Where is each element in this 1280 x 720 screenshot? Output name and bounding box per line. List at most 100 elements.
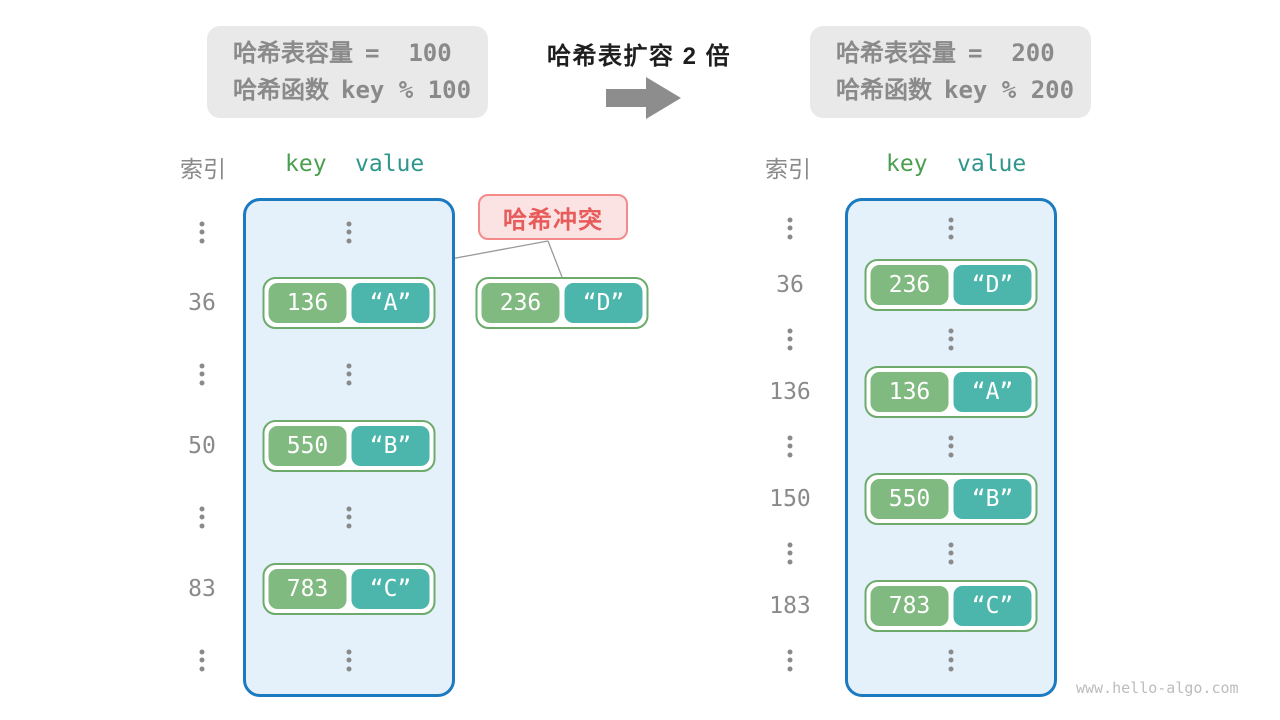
dot (948, 666, 954, 671)
ellipsis-dots (199, 360, 205, 389)
kv-pair-550-B: 550 “B” (864, 473, 1038, 525)
index-label: 83 (188, 576, 216, 602)
dot (199, 666, 205, 671)
ellipsis-dots (199, 646, 205, 675)
dot (346, 238, 352, 243)
dot (948, 345, 954, 350)
expand-title: 哈希表扩容 2 倍 (547, 43, 732, 70)
kv-pair-783-C: 783 “C” (262, 563, 436, 615)
index-label: 36 (188, 290, 216, 316)
dot (199, 649, 205, 654)
dot (199, 371, 205, 377)
ellipsis-dots (787, 214, 793, 243)
dot (948, 225, 954, 231)
key-cell: 236 (870, 265, 949, 305)
right-key-header: key (886, 151, 928, 177)
index-label: 183 (769, 593, 811, 619)
ellipsis-dots (199, 218, 205, 247)
index-label: 136 (769, 379, 811, 405)
dot (948, 559, 954, 564)
capacity-value: = 100 (365, 39, 452, 67)
ellipsis-dots (948, 646, 954, 675)
ellipsis-dots (948, 432, 954, 461)
hash-function-value: key % 200 (944, 76, 1075, 104)
capacity-label: 哈希表容量 (836, 40, 956, 67)
left-key-header: key (285, 151, 327, 177)
hash-function-label: 哈希函数 (233, 77, 329, 104)
dot (346, 229, 352, 235)
dot (787, 234, 793, 239)
dot (787, 657, 793, 663)
ellipsis-dots (346, 503, 352, 532)
dot (346, 371, 352, 377)
right-index-header: 索引 (765, 156, 811, 182)
dot (948, 657, 954, 663)
dot (787, 542, 793, 547)
dot (787, 345, 793, 350)
dot (199, 506, 205, 511)
left-value-header: value (355, 151, 425, 177)
dot (948, 234, 954, 239)
ellipsis-dots (787, 539, 793, 568)
hash-collision-label: 哈希冲突 (478, 194, 628, 240)
dot (199, 657, 205, 663)
key-cell: 550 (870, 479, 949, 519)
index-label: 150 (769, 486, 811, 512)
dot (346, 221, 352, 226)
dot (948, 328, 954, 333)
value-cell: “D” (953, 265, 1032, 305)
dot (199, 514, 205, 520)
left-index-header: 索引 (180, 156, 226, 182)
dot (948, 217, 954, 222)
hash-function-label: 哈希函数 (836, 77, 932, 104)
dot (346, 514, 352, 520)
key-cell: 136 (268, 283, 347, 323)
ellipsis-dots (787, 325, 793, 354)
kv-pair-550-B: 550 “B” (262, 420, 436, 472)
value-cell: “D” (564, 283, 643, 323)
capacity-box-before: 哈希表容量 = 100 哈希函数 key % 100 (207, 26, 488, 118)
connector-line-right (547, 240, 563, 278)
capacity-line: 哈希表容量 = 200 (836, 35, 1091, 72)
value-cell: “C” (953, 586, 1032, 626)
kv-pair-236-D: 236 “D” (864, 259, 1038, 311)
ellipsis-dots (787, 646, 793, 675)
ellipsis-dots (346, 360, 352, 389)
dot (787, 559, 793, 564)
dot (787, 217, 793, 222)
dot (199, 229, 205, 235)
key-cell: 783 (268, 569, 347, 609)
hash-function-line: 哈希函数 key % 100 (233, 72, 488, 109)
hash-function-line: 哈希函数 key % 200 (836, 72, 1091, 109)
hash-function-value: key % 100 (341, 76, 472, 104)
capacity-label: 哈希表容量 (233, 40, 353, 67)
key-cell: 136 (870, 372, 949, 412)
dot (787, 336, 793, 342)
index-label: 50 (188, 433, 216, 459)
kv-pair-136-A: 136 “A” (864, 366, 1038, 418)
dot (948, 452, 954, 457)
kv-pair-136-A: 136 “A” (262, 277, 436, 329)
kv-pair-236-D-colliding: 236 “D” (475, 277, 649, 329)
dot (787, 435, 793, 440)
capacity-box-after: 哈希表容量 = 200 哈希函数 key % 200 (810, 26, 1091, 118)
dot (787, 328, 793, 333)
dot (948, 336, 954, 342)
dot (787, 666, 793, 671)
dot (199, 380, 205, 385)
dot (787, 649, 793, 654)
ellipsis-dots (948, 539, 954, 568)
dot (787, 225, 793, 231)
dot (199, 238, 205, 243)
dot (346, 523, 352, 528)
capacity-line: 哈希表容量 = 100 (233, 35, 488, 72)
dot (346, 666, 352, 671)
ellipsis-dots (346, 218, 352, 247)
dot (787, 550, 793, 556)
dot (948, 435, 954, 440)
capacity-value: = 200 (968, 39, 1055, 67)
key-cell: 236 (481, 283, 560, 323)
dot (948, 649, 954, 654)
value-cell: “B” (953, 479, 1032, 519)
